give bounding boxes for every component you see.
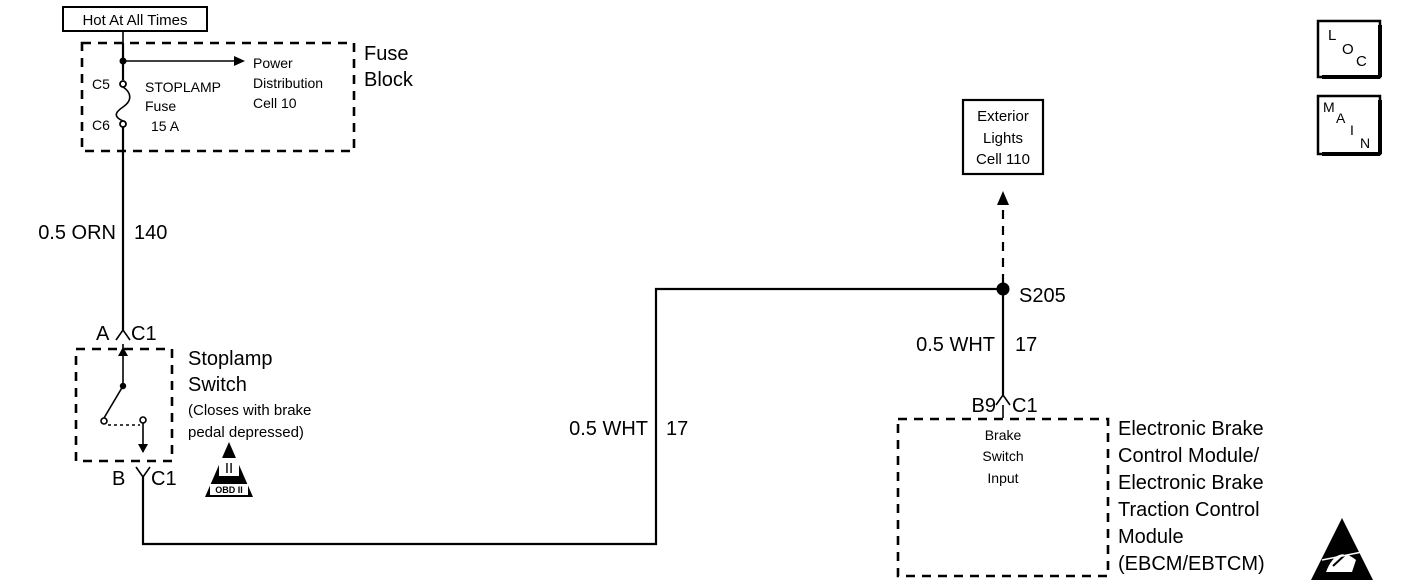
switch-upper-arrow (118, 347, 128, 356)
ebcm-input-line3: Input (987, 470, 1018, 486)
wire-17-mid-gauge: 0.5 WHT (569, 418, 648, 440)
exterior-lights-line2: Lights (983, 130, 1023, 147)
fuse-word: Fuse (145, 98, 176, 114)
fuse-block-title-1: Fuse (364, 43, 408, 65)
ebcm-title-1: Electronic Brake (1118, 418, 1264, 440)
main-letter-m: M (1323, 99, 1335, 115)
ebcm-input-line2: Switch (982, 448, 1023, 464)
wire-17-right-gauge: 0.5 WHT (916, 334, 995, 356)
fuse-block-title-2: Block (364, 69, 414, 91)
main-button[interactable]: M A I N (1316, 94, 1382, 156)
loc-button[interactable]: L O C (1316, 19, 1382, 79)
switch-connector-a-symbol (115, 328, 131, 341)
ebcm-title-2: Control Module/ (1118, 445, 1260, 467)
hot-at-all-times-label: Hot At All Times (62, 6, 208, 32)
switch-note-2: pedal depressed) (188, 424, 304, 441)
fuse-pin-c6: C6 (92, 117, 110, 133)
main-letter-n: N (1360, 135, 1370, 151)
obd-badge-numeral: II (225, 460, 233, 477)
obd-ii-warning-icon: II OBD II (205, 442, 253, 497)
hot-label-text: Hot At All Times (82, 12, 187, 29)
ebcm-title-5: Module (1118, 526, 1184, 548)
switch-pin-b: B (112, 468, 125, 490)
switch-connector-b-symbol (135, 466, 151, 479)
main-letter-a: A (1336, 110, 1346, 126)
wire-140-circuit: 140 (134, 222, 167, 244)
fuse-block-outline (80, 41, 356, 153)
switch-conn-top: C1 (131, 323, 157, 345)
fuse-block: Fuse Block C5 C6 STOPLAMP Fuse 15 A Powe… (80, 41, 414, 153)
power-distribution-arrow (234, 56, 245, 66)
ebcm-module: B9 C1 Brake Switch Input Electronic Brak… (896, 393, 1373, 580)
ebcm-outline (896, 417, 1110, 578)
wire-140-gauge: 0.5 ORN (38, 222, 116, 244)
main-letter-i: I (1350, 122, 1354, 138)
exterior-lights-line3: Cell 110 (976, 151, 1030, 168)
switch-pin-a: A (96, 323, 110, 345)
fuse-pin-c5: C5 (92, 76, 110, 92)
stoplamp-switch: A C1 B C1 Stoplamp Switch (Closes with b… (74, 323, 311, 497)
ebcm-conn-c1: C1 (1012, 395, 1038, 417)
ebcm-title-6: (EBCM/EBTCM) (1118, 553, 1265, 575)
obd-badge-text: OBD II (215, 485, 243, 495)
switch-blade (103, 385, 124, 419)
power-dist-line3: Cell 10 (253, 95, 297, 111)
fuse-terminal-c5 (119, 80, 127, 88)
switch-title-1: Stoplamp (188, 348, 273, 370)
switch-outline (74, 347, 174, 463)
switch-fixed-contact (139, 416, 147, 424)
fuse-element-icon (115, 86, 131, 122)
ebcm-input-line1: Brake (985, 427, 1022, 443)
ebcm-connector-symbol (995, 393, 1011, 406)
switch-lower-arrow (138, 444, 148, 453)
switch-note-1: (Closes with brake (188, 402, 311, 419)
wire-17-main (141, 287, 1003, 546)
ebcm-title-4: Traction Control (1118, 499, 1260, 521)
esd-sensitive-icon (1311, 518, 1373, 580)
fuse-terminal-c6 (119, 120, 127, 128)
wire-17-right-circuit: 17 (1015, 334, 1037, 356)
fuse-name: STOPLAMP (145, 79, 221, 95)
switch-conn-bottom: C1 (151, 468, 177, 490)
exterior-lights-arrow (997, 191, 1009, 205)
power-dist-line2: Distribution (253, 75, 323, 91)
loc-letter-c: C (1356, 53, 1367, 70)
splice-label: S205 (1019, 285, 1066, 307)
exterior-lights-reference[interactable]: Exterior Lights Cell 110 (961, 98, 1045, 176)
switch-open-contact (100, 417, 108, 425)
exterior-lights-line1: Exterior (977, 108, 1029, 125)
wire-17-mid-circuit: 17 (666, 418, 688, 440)
power-dist-line1: Power (253, 55, 293, 71)
loc-letter-l: L (1328, 27, 1336, 44)
ebcm-title-3: Electronic Brake (1118, 472, 1264, 494)
switch-title-2: Switch (188, 374, 247, 396)
ebcm-pin-b9: B9 (972, 395, 996, 417)
fuse-rating: 15 A (151, 118, 180, 134)
loc-letter-o: O (1342, 41, 1354, 58)
